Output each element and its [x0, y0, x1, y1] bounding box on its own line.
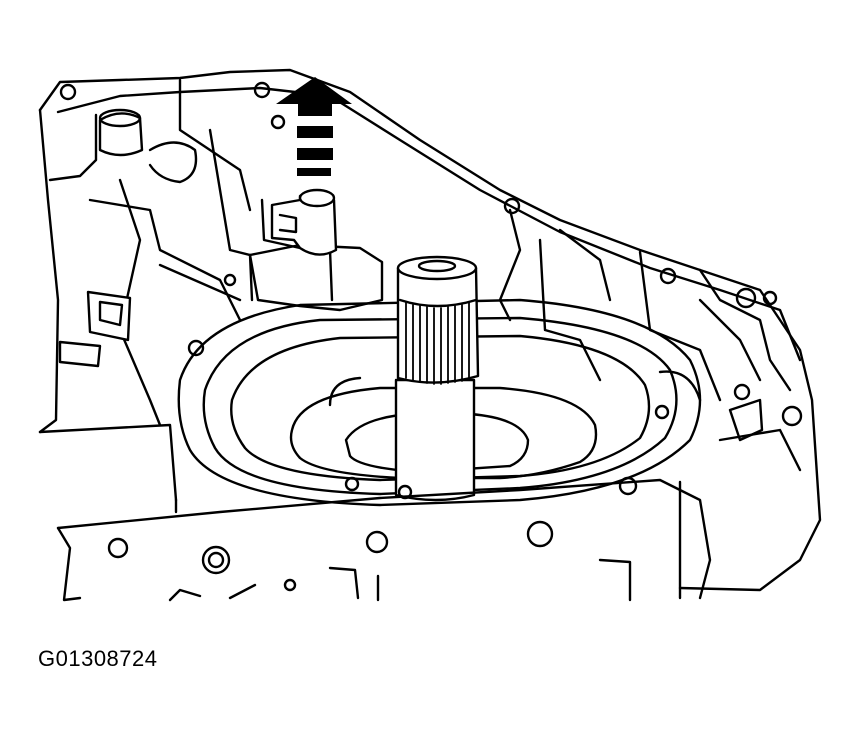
- up-arrow-icon: [276, 77, 352, 176]
- shaft-splines: [405, 301, 470, 385]
- input-shaft: [394, 255, 480, 502]
- case-bore: [177, 298, 702, 507]
- upper-left-boss: [98, 108, 198, 184]
- lower-flange: [56, 476, 712, 602]
- right-side-ribs: [558, 228, 802, 472]
- case-housing: [38, 68, 822, 592]
- accumulator-piston: [270, 188, 338, 256]
- left-tabs: [58, 290, 132, 368]
- figure-code-label: G01308724: [38, 646, 158, 671]
